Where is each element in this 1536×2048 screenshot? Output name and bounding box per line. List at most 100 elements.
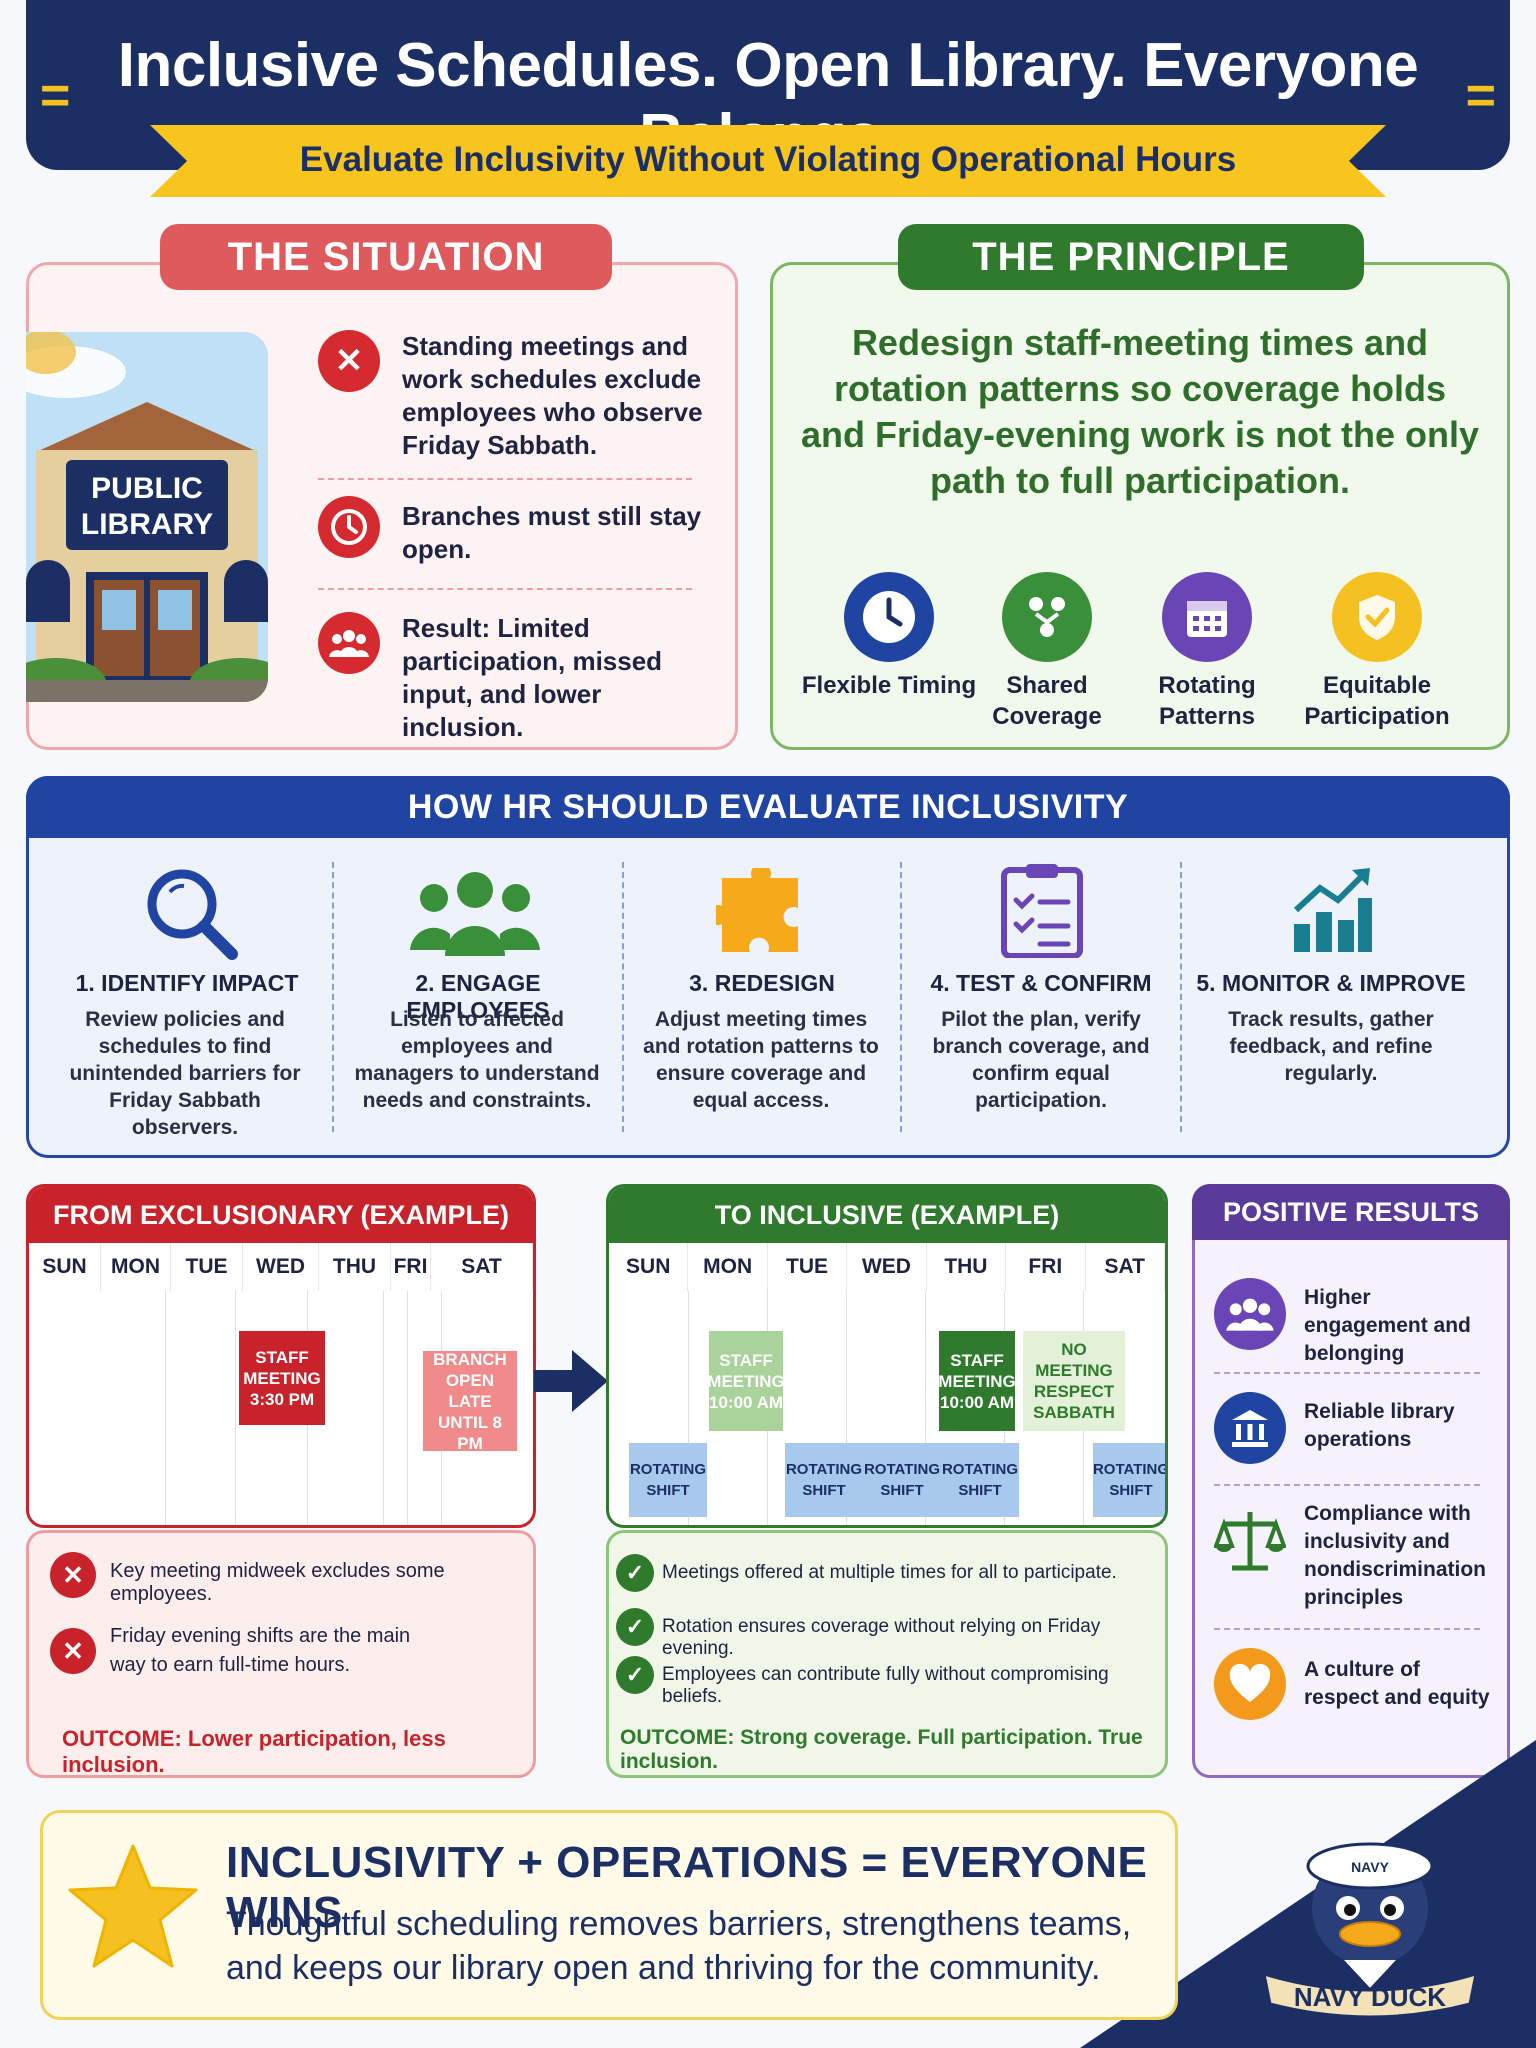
magnifier-icon — [140, 864, 240, 965]
staff-meeting-mon-event: STAFF MEETING 10:00 AM — [707, 1331, 785, 1431]
mascot-banner: NAVY DUCK — [1260, 1960, 1480, 2020]
clock-icon — [318, 496, 380, 558]
situation-heading: THE SITUATION — [160, 224, 612, 290]
checklist-clipboard-icon — [998, 862, 1086, 963]
day-label: THU — [319, 1243, 391, 1291]
divider — [1214, 1484, 1480, 1486]
hr-step-title-4: 4. TEST & CONFIRM — [930, 970, 1152, 996]
grid-line — [925, 1291, 926, 1525]
check-icon: ✓ — [616, 1554, 654, 1592]
day-label: FRI — [391, 1243, 431, 1291]
sign-line-2: LIBRARY — [81, 508, 213, 541]
grid-line — [846, 1291, 847, 1525]
branch-open-late-event: BRANCH OPEN LATE UNTIL 8 PM — [423, 1350, 517, 1453]
principle-panel — [770, 262, 1510, 750]
situation-item-3: Result: Limited participation, missed in… — [402, 613, 663, 742]
spark-right-icon: = — [1465, 67, 1496, 125]
navy-duck-mascot: NAVY NAVY DUCK — [1250, 1820, 1490, 2030]
rotating-shift-event: ROTATING SHIFT — [863, 1443, 941, 1517]
staff-meeting-event: STAFF MEETING 3:30 PM — [239, 1331, 325, 1425]
day-label: WED — [847, 1243, 927, 1291]
principle-label-1: Flexible Timing — [801, 672, 977, 699]
hr-step-title-1: 1. IDENTIFY IMPACT — [75, 970, 299, 996]
exclusionary-notes — [26, 1530, 536, 1778]
inclusive-calendar: TO INCLUSIVE (EXAMPLE) SUN MON TUE WED T… — [606, 1184, 1168, 1528]
principle-text: Redesign staff-meeting times and rotatio… — [800, 322, 1480, 501]
grid-line — [165, 1291, 166, 1525]
positive-item-3: Compliance with inclusivity and nondiscr… — [1304, 1502, 1487, 1609]
principle-label-2: Shared Coverage — [992, 672, 1102, 730]
day-label: TUE — [768, 1243, 848, 1291]
grid-line — [235, 1291, 236, 1525]
divider — [318, 588, 692, 590]
check-icon: ✓ — [616, 1608, 654, 1646]
rotating-shift-event: ROTATING SHIFT — [1093, 1443, 1165, 1517]
sign-line-1: PUBLIC — [91, 472, 203, 505]
rotating-shift-event: ROTATING SHIFT — [785, 1443, 863, 1517]
divider — [1214, 1628, 1480, 1630]
inclusive-notes — [606, 1530, 1168, 1778]
page-subtitle: Evaluate Inclusivity Without Violating O… — [299, 140, 1237, 179]
hr-step-desc-1: Review policies and schedules to find un… — [69, 1008, 301, 1139]
no-meeting-sabbath-event: NO MEETING RESPECT SABBATH — [1023, 1331, 1125, 1431]
day-label: SUN — [609, 1243, 689, 1291]
divider — [318, 478, 692, 480]
x-icon: ✕ — [318, 330, 380, 392]
subtitle-ribbon — [150, 125, 1386, 197]
hr-step-title-2: 2. ENGAGE EMPLOYEES — [406, 970, 550, 1023]
day-label: MON — [101, 1243, 171, 1291]
mascot-banner-text: NAVY DUCK — [1293, 1982, 1447, 2012]
hr-step-desc-3: Adjust meeting times and rotation patter… — [643, 1008, 879, 1112]
positive-item-1: Higher engagement and belonging — [1304, 1286, 1471, 1365]
hr-panel — [26, 776, 1510, 1158]
staff-meeting-thu-event: STAFF MEETING 10:00 AM — [938, 1331, 1016, 1431]
spark-left-icon: = — [40, 67, 71, 125]
inclusive-days-row: SUN MON TUE WED THU FRI SAT — [609, 1243, 1165, 1291]
shield-check-icon — [1332, 572, 1422, 662]
principle-label-3: Rotating Patterns — [1158, 672, 1256, 730]
day-label: WED — [243, 1243, 319, 1291]
day-label: SAT — [1086, 1243, 1165, 1291]
header-title-wrap: = = — [40, 30, 1496, 125]
inclusive-note-2: Rotation ensures coverage without relyin… — [662, 1616, 1101, 1659]
exclusionary-calendar: FROM EXCLUSIONARY (EXAMPLE) SUN MON TUE … — [26, 1184, 536, 1528]
hr-heading: HOW HR SHOULD EVALUATE INCLUSIVITY — [26, 776, 1510, 838]
grid-line — [383, 1291, 384, 1525]
positive-item-4: A culture of respect and equity — [1304, 1658, 1490, 1709]
day-label: SUN — [29, 1243, 101, 1291]
group-icon — [1214, 1278, 1286, 1350]
hr-step-desc-2: Listen to affected employees and manager… — [354, 1008, 600, 1112]
inclusive-heading: TO INCLUSIVE (EXAMPLE) — [609, 1187, 1165, 1243]
exclusionary-days-row: SUN MON TUE WED THU FRI SAT — [29, 1243, 533, 1291]
day-label: MON — [688, 1243, 768, 1291]
transition-arrow-icon — [534, 1350, 608, 1412]
hr-step-title-5: 5. MONITOR & IMPROVE — [1196, 970, 1466, 996]
x-icon: ✕ — [50, 1628, 96, 1674]
situation-item-2: Branches must still stay open. — [402, 501, 702, 564]
day-label: FRI — [1006, 1243, 1086, 1291]
divider — [1180, 862, 1182, 1132]
heart-icon — [1214, 1648, 1286, 1720]
clock-icon — [844, 572, 934, 662]
people-group-icon — [410, 870, 540, 961]
puzzle-icon — [707, 863, 806, 963]
exclusionary-heading: FROM EXCLUSIONARY (EXAMPLE) — [29, 1187, 533, 1243]
divider — [332, 862, 334, 1132]
grid-line — [688, 1291, 689, 1525]
rotating-shift-event: ROTATING SHIFT — [941, 1443, 1019, 1517]
inclusive-note-3: Employees can contribute fully without c… — [662, 1664, 1109, 1707]
growth-chart-icon — [1290, 864, 1374, 959]
divider — [900, 862, 902, 1132]
positive-results-heading: POSITIVE RESULTS — [1192, 1184, 1510, 1240]
exclusionary-outcome: OUTCOME: Lower participation, less inclu… — [62, 1726, 446, 1777]
library-illustration: PUBLIC LIBRARY — [26, 332, 268, 702]
group-icon — [318, 612, 380, 674]
exclusionary-note-1: Key meeting midweek excludes some employ… — [110, 1560, 445, 1605]
day-label: TUE — [171, 1243, 243, 1291]
situation-item-1: Standing meetings and work schedules exc… — [402, 331, 703, 460]
star-icon — [66, 1842, 200, 1977]
footer-text: Thoughtful scheduling removes barriers, … — [226, 1905, 1132, 1987]
check-icon: ✓ — [616, 1656, 654, 1694]
principle-heading: THE PRINCIPLE — [898, 224, 1364, 290]
footer-panel — [40, 1810, 1178, 2020]
